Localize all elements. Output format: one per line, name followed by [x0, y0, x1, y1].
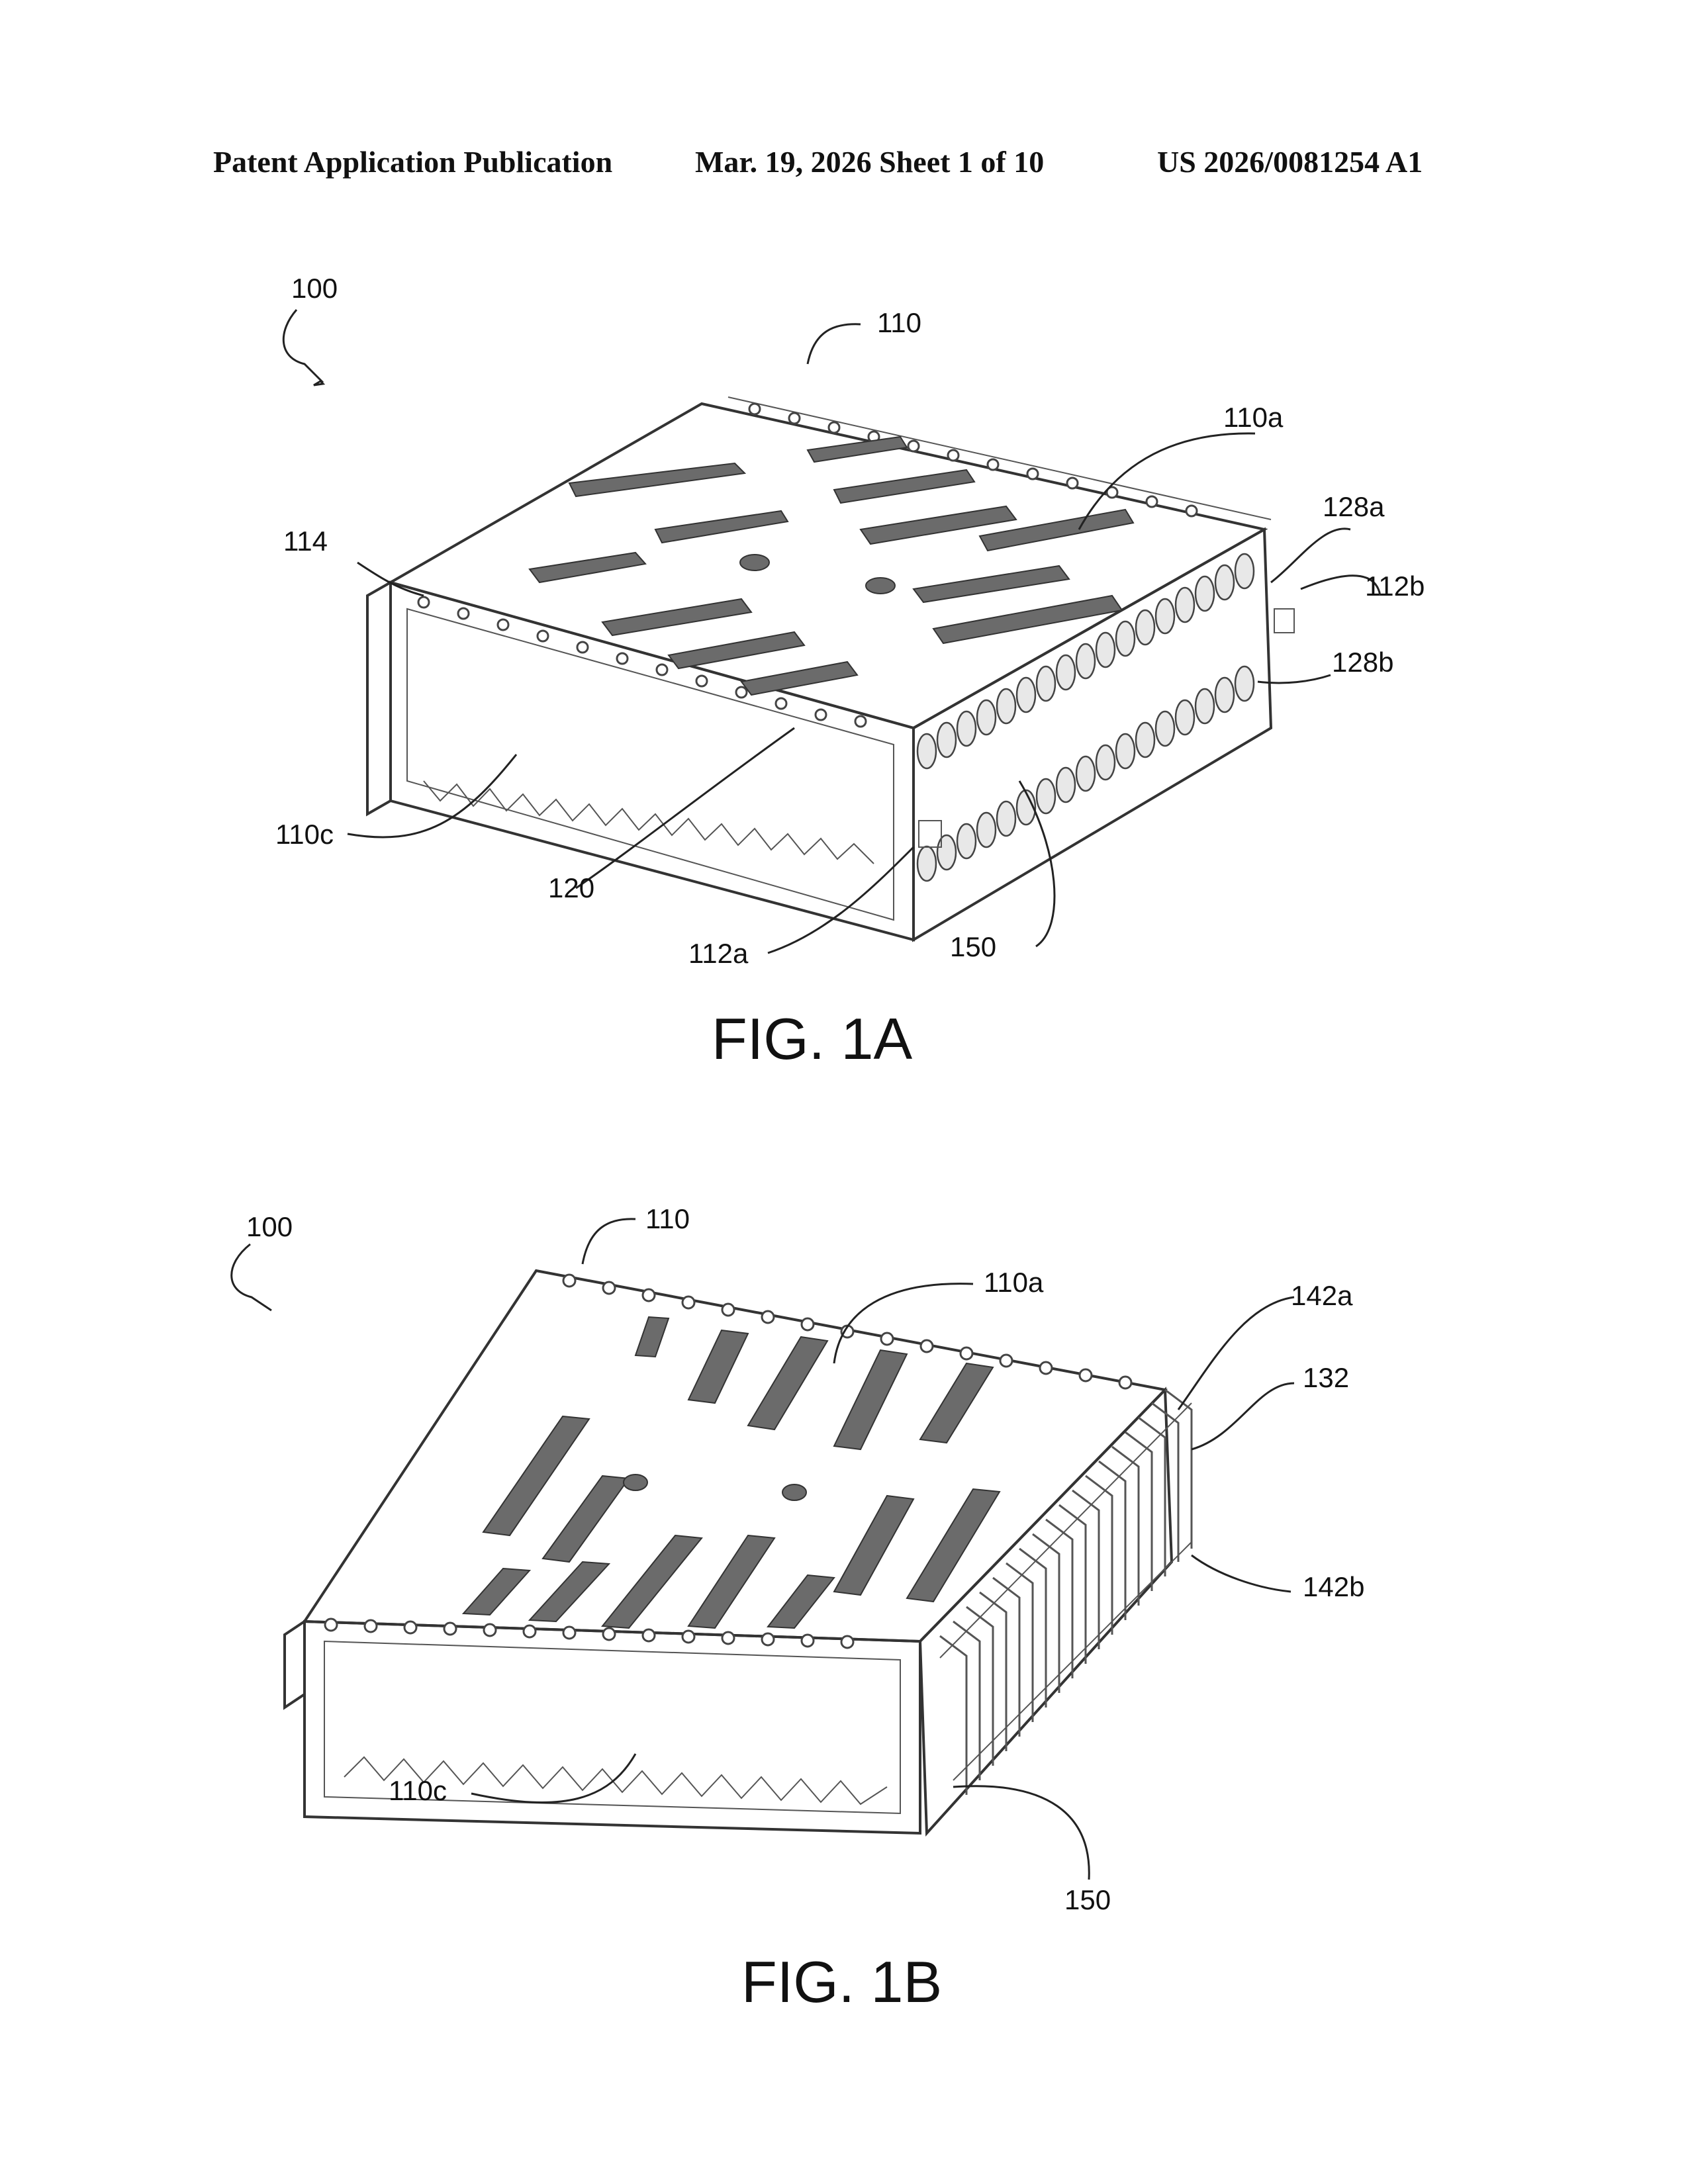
- leader-128a: [1271, 529, 1350, 582]
- side-wall-114: [367, 582, 391, 814]
- leader-112a: [768, 847, 914, 953]
- side-tab: [285, 1621, 305, 1707]
- page-header: Patent Application Publication Mar. 19, …: [0, 144, 1688, 184]
- figure-1a-drawing: [367, 397, 1294, 940]
- leader-110: [583, 1219, 635, 1264]
- label-150: 150: [950, 931, 996, 962]
- cooling-fins-132: [940, 1390, 1192, 1795]
- leader-110: [808, 324, 861, 364]
- bottom-corrugation: [424, 781, 874, 864]
- arrow-100: [314, 381, 323, 385]
- label-150: 150: [1064, 1884, 1111, 1915]
- label-132: 132: [1303, 1362, 1349, 1393]
- publication-date-sheet: Mar. 19, 2026 Sheet 1 of 10: [695, 144, 1044, 179]
- label-114: 114: [283, 525, 328, 557]
- figure-1a-leaders: [283, 310, 1380, 953]
- label-110: 110: [877, 307, 921, 338]
- bracket-112b: [1274, 609, 1294, 633]
- figure-1b-drawing: [285, 1271, 1192, 1833]
- label-112a: 112a: [688, 938, 749, 969]
- leader-142a: [1178, 1297, 1294, 1410]
- publication-type: Patent Application Publication: [213, 144, 612, 179]
- label-110c: 110c: [275, 819, 334, 850]
- label-142a: 142a: [1291, 1280, 1353, 1311]
- label-100: 100: [291, 273, 338, 304]
- leader-132: [1192, 1383, 1294, 1449]
- leader-120: [576, 728, 794, 888]
- caption-fig-1a: FIG. 1A: [712, 1006, 912, 1071]
- top-rail: [728, 397, 1271, 520]
- figure-1b: 100 110 110a 142a 132 142b 110c 150 FIG.…: [0, 1165, 1688, 2038]
- manifold-142a: [940, 1403, 1192, 1658]
- label-100: 100: [246, 1211, 293, 1242]
- label-128b: 128b: [1332, 647, 1393, 678]
- label-110a: 110a: [984, 1267, 1044, 1298]
- leader-100: [232, 1244, 271, 1310]
- label-110a: 110a: [1223, 402, 1284, 433]
- front-face: [391, 582, 914, 940]
- label-128a: 128a: [1323, 491, 1385, 522]
- top-plate-slots: [463, 1317, 1000, 1628]
- figure-1a: 100 110 110a 114 128a 112b 128b 110c 120…: [0, 251, 1688, 1112]
- leader-110c: [348, 754, 516, 837]
- label-120: 120: [548, 872, 594, 903]
- leader-100: [283, 310, 323, 383]
- label-110: 110: [645, 1203, 690, 1234]
- leader-142b: [1192, 1555, 1291, 1592]
- label-112b: 112b: [1365, 570, 1425, 602]
- label-110c: 110c: [389, 1775, 447, 1806]
- label-142b: 142b: [1303, 1571, 1364, 1602]
- leader-110a: [834, 1284, 973, 1363]
- leader-150: [953, 1786, 1089, 1880]
- publication-number: US 2026/0081254 A1: [1157, 144, 1423, 179]
- caption-fig-1b: FIG. 1B: [741, 1949, 942, 2015]
